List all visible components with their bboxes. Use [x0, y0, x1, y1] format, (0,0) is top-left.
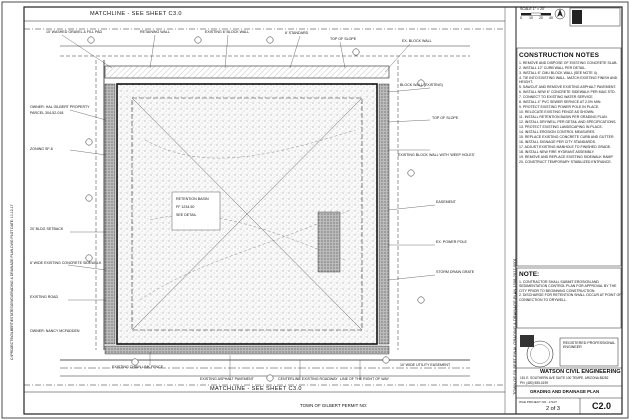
note-item: 1. REMOVE AND DISPOSE OF EXISTING CONCRE… [519, 61, 618, 65]
label: ZONING SF-6 [30, 147, 53, 151]
label: EASEMENT [436, 200, 456, 204]
south-wall [104, 345, 390, 355]
engineer-seal [526, 340, 554, 368]
label: STORM DRAIN GRATE [436, 270, 475, 274]
label: EX. BLOCK WALL [402, 39, 432, 43]
note-item: 6. INSTALL NEW 6" CONCRETE SIDEWALK PER … [519, 90, 616, 95]
sheet-number: C2.0 [592, 401, 612, 411]
general-notes: NOTE: 1. CONTRACTOR SHALL SUBMIT EROSION… [519, 271, 623, 302]
label: FF 1234.50 [176, 205, 195, 209]
building-setback [131, 97, 363, 331]
job-number: WCE PROJECT NO.: 17107 [519, 400, 557, 404]
note-item: 13. PROTECT EXISTING LANDSCAPING IN PLAC… [519, 125, 603, 130]
note-item: 20. CONSTRUCT TEMPORARY STABILIZED ENTRA… [519, 160, 612, 165]
note-item: 12. INSTALL DRYWELL PER DETAIL AND SPECI… [519, 120, 617, 125]
label: EXISTING ROAD [30, 295, 59, 299]
grade-break-line [131, 97, 363, 331]
label: TOP OF SLOPE [432, 116, 459, 120]
note-item: 17. ADJUST EXISTING MANHOLE TO FINISHED … [519, 145, 612, 150]
label: SEE DETAIL [176, 213, 197, 217]
note-item: 14. INSTALL EROSION CONTROL MEASURES. [519, 130, 596, 135]
scale-tick: 0 [520, 16, 522, 20]
general-note-item: 1. CONTRACTOR SHALL SUBMIT EROSION AND S… [519, 280, 617, 293]
landscape-area [317, 211, 341, 273]
drawing-title: GRADING AND DRAINAGE PLAN [530, 389, 600, 394]
scale-bar [521, 12, 551, 16]
note-item: 18. INSTALL NEW FIRE HYDRANT ASSEMBLY. [519, 150, 595, 155]
sheet-title-vertical: TOWN OF GILBERT FINAL GRADING & DRAINAGE… [512, 258, 517, 395]
scale-tick: 10 [529, 16, 533, 20]
note-item: 4. TIE INTO EXISTING WALL. MATCH EXISTIN… [519, 76, 618, 85]
general-note-item: 2. DISCHARGE FOR RETENTION SHALL OCCUR A… [519, 293, 622, 302]
notes-title: CONSTRUCTION NOTES [519, 52, 600, 59]
label: OWNER: NANCY MCFADDEN [30, 329, 80, 333]
matchline-top: MATCHLINE - SEE SHEET C3.0 [90, 11, 182, 17]
label: EXISTING BLOCK WALL WITH 'WEEP HOLES' [398, 153, 475, 157]
scale-tick: 40 [549, 16, 553, 20]
label: CENTERLINE EXISTING ROADWAY [278, 377, 338, 381]
matchline-bottom: MATCHLINE - SEE SHEET C3.0 [210, 385, 302, 392]
sheet-border-inner [23, 6, 623, 415]
sheet-count: 2 of 3 [546, 406, 560, 412]
scale-tick: 20 [539, 16, 543, 20]
seal-box [559, 337, 619, 367]
general-notes-list: 1. CONTRACTOR SHALL SUBMIT EROSION AND S… [519, 280, 623, 302]
note-item: 11. INSTALL RETENTION BASIN PER GRADING … [519, 115, 608, 120]
leader-lines [61, 34, 436, 380]
note-item: 10. RELOCATE EXISTING FENCE AS SHOWN. [519, 110, 595, 115]
general-notes-box [516, 267, 622, 329]
label: BLOCK WALL (EXISTING) [400, 83, 443, 87]
label: EXISTING 6' BLOCK WALL [205, 30, 250, 34]
label: 6' STANDARD [285, 31, 309, 35]
label: EXISTING CHAIN LINK FENCE [112, 365, 164, 369]
label: 20' BLDG SETBACK [30, 227, 64, 231]
note-item: 15. REPLACE EXISTING CONCRETE CURB AND G… [519, 135, 615, 140]
note-item: 9. PROTECT EXISTING POWER POLE IN PLACE. [519, 105, 600, 110]
note-item: 19. REMOVE AND REPLACE EXISTING SIDEWALK… [519, 155, 614, 160]
keynote-markers [85, 36, 425, 382]
construction-notes-box [516, 47, 622, 267]
label: RETAINING WALL [140, 30, 170, 34]
note-item: 16. INSTALL SIGNAGE PER CITY STANDARDS. [519, 140, 596, 145]
note-item: 7. CONNECT TO EXISTING WATER SERVICE. [519, 95, 594, 100]
general-notes-title: NOTE: [519, 271, 540, 278]
plot-path-vertical: C:\PROJECTS\GILBERT\ESTATES\DWG\GRADING … [10, 204, 14, 361]
label: TOP OF SLOPE [330, 37, 357, 41]
permit-number: TOWN OF GILBERT PERMIT NO: [300, 403, 368, 408]
label: PARCEL 304-52-018 [30, 111, 64, 115]
firm-address: 151 E. SOUTHERN AVE SUITE 100 TEMPE, ARI… [520, 376, 609, 380]
firm-name: WATSON CIVIL ENGINEERING [540, 369, 621, 375]
note-item: 3. INSTALL 6" CMU BLOCK WALL (SEE NOTE 4… [519, 71, 598, 75]
note-item: 2. INSTALL 12" CURB WALL PER DETAIL. [519, 66, 587, 70]
retention-basin-label-box [171, 191, 221, 231]
label: 10' WIDE UTILITY EASEMENT [400, 363, 451, 367]
note-item: 8. INSTALL 4" PVC SEWER SERVICE AT 2.0% … [519, 100, 602, 105]
label: EXISTING ASPHALT PAVEMENT [200, 377, 254, 381]
construction-notes: CONSTRUCTION NOTES 1. REMOVE AND DISPOSE… [519, 52, 623, 165]
label: OWNER: HAL GILBERT PROPERTY [30, 105, 90, 109]
label: 10' WASHED GRAVEL & FILL PAD [46, 30, 103, 34]
existing-block-wall-north [104, 65, 390, 79]
call-before-you-dig-box [569, 7, 621, 27]
firm-logo-icon [520, 335, 534, 347]
label: 6' WIDE EXISTING CONCRETE SIDEWALK [30, 261, 102, 265]
label: EX. POWER POLE [436, 240, 467, 244]
label: RETENTION BASIN [176, 197, 209, 201]
seal-text: REGISTERED PROFESSIONAL ENGINEER [563, 341, 616, 349]
notes-list: 1. REMOVE AND DISPOSE OF EXISTING CONCRE… [519, 61, 623, 165]
firm-phone: PH: (480) 555-0199 [520, 381, 548, 385]
east-wall [378, 83, 390, 345]
note-item: 5. SAWCUT AND REMOVE EXISTING ASPHALT PA… [519, 85, 617, 90]
call-811-logo-icon [572, 10, 582, 24]
west-wall [104, 83, 116, 345]
north-arrow-icon [554, 8, 566, 20]
label: LINE OF THE RIGHT OF WAY [340, 377, 389, 381]
scale-label: SCALE 1" = 20' [520, 7, 545, 11]
